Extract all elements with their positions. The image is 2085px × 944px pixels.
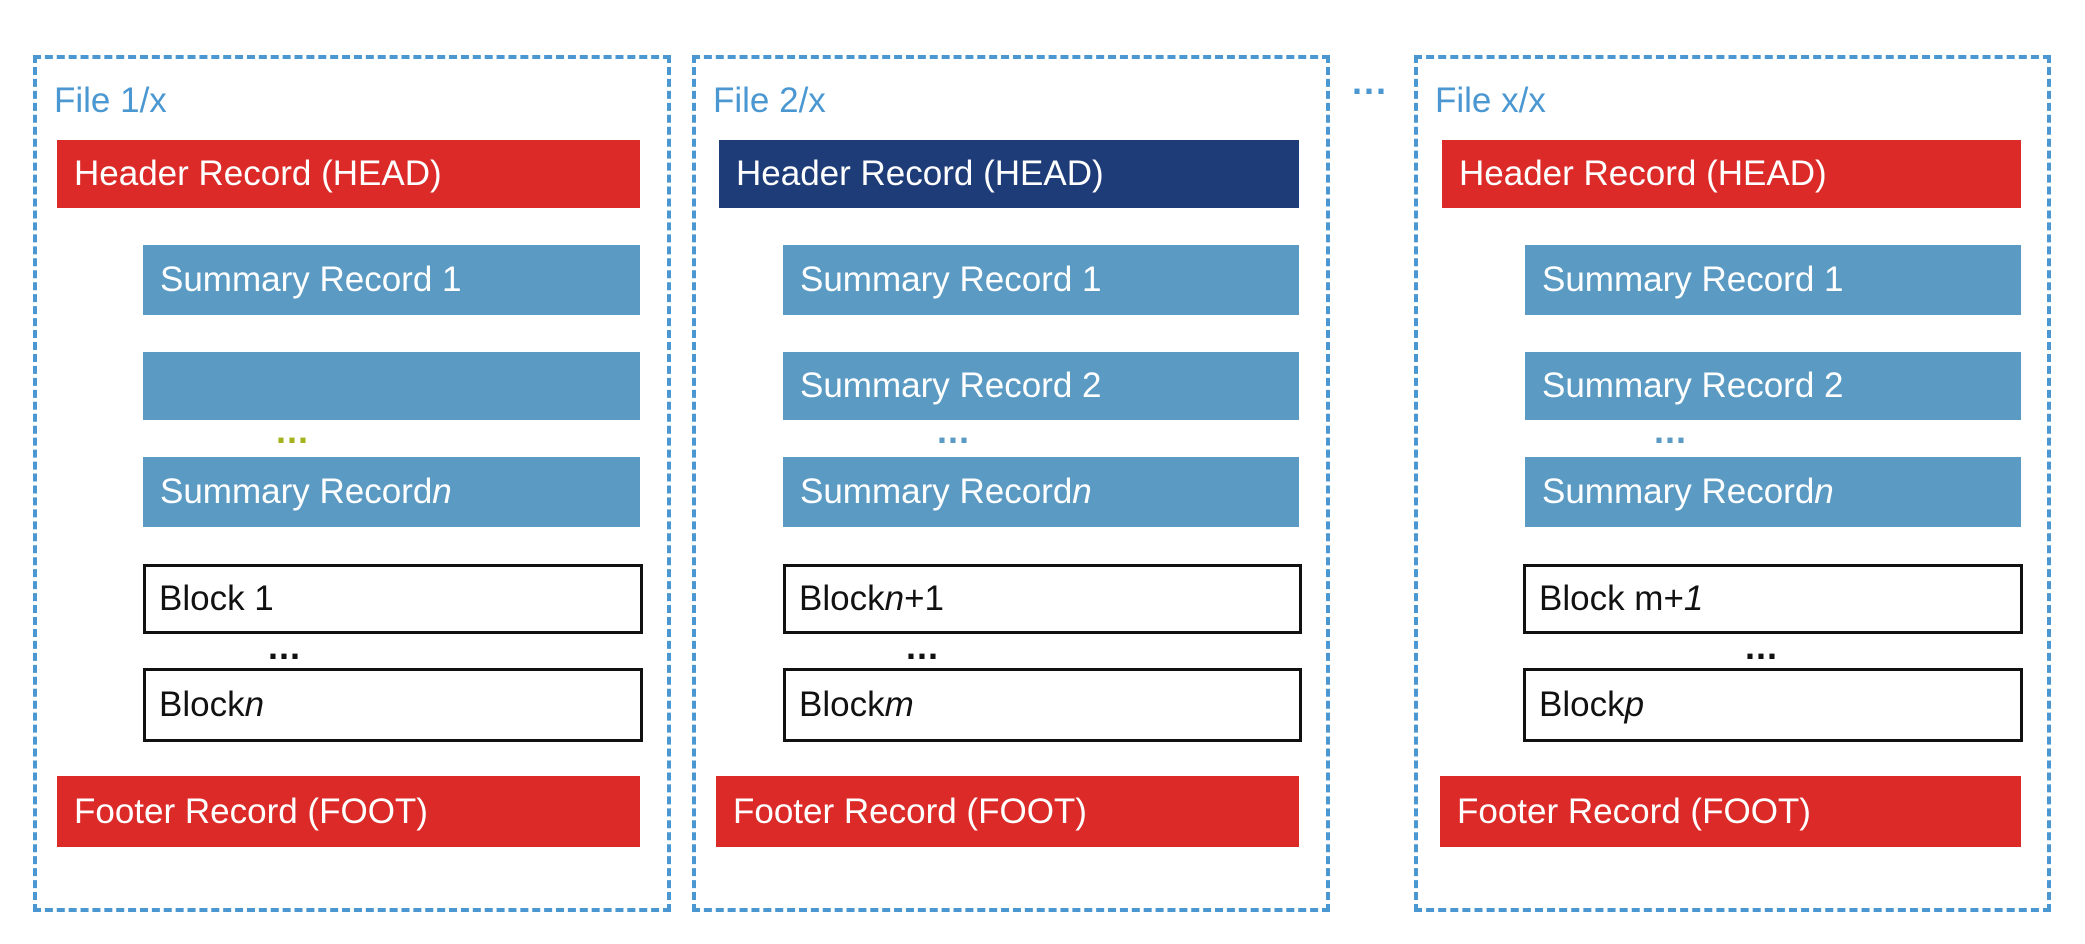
summary-record-label: Summary Record 1 [800, 260, 1102, 299]
summary-record-label: Summary Record 2 [800, 366, 1102, 405]
block-label: Block 1 [159, 579, 274, 618]
file-container-2: File 2/x [692, 55, 1330, 912]
block-label: Block [1539, 685, 1625, 724]
footer-record: Footer Record (FOOT) [716, 776, 1299, 847]
block-label-suffix: +1 [904, 579, 944, 618]
variable: n [884, 579, 905, 618]
header-record-label: Header Record (HEAD) [1459, 154, 1827, 193]
ellipsis: ... [1745, 626, 1779, 667]
footer-record-label: Footer Record (FOOT) [1457, 791, 1811, 831]
variable: n [244, 685, 265, 724]
ellipsis: ... [1654, 410, 1688, 451]
file-label: File x/x [1435, 81, 1546, 120]
ellipsis: ... [906, 626, 940, 667]
summary-record-label: Summary Record [160, 472, 433, 511]
more-files-ellipsis: ... [1352, 61, 1389, 102]
summary-record-label: Summary Record [800, 472, 1073, 511]
header-record-label: Header Record (HEAD) [74, 154, 442, 193]
footer-record: Footer Record (FOOT) [1440, 776, 2021, 847]
variable: n [1072, 472, 1092, 511]
header-record: Header Record (HEAD) [1442, 140, 2021, 208]
file-label: File 2/x [713, 81, 826, 120]
header-record: Header Record (HEAD) [57, 140, 640, 208]
ellipsis: ... [268, 626, 302, 667]
summary-record-label: Summary Record [1542, 472, 1815, 511]
block-record-last: Block n [143, 668, 643, 742]
file-container-x: File x/x [1414, 55, 2051, 912]
summary-record-1: Summary Record 1 [143, 245, 640, 315]
header-record-label: Header Record (HEAD) [736, 154, 1104, 193]
block-label: Block [159, 685, 245, 724]
block-label: Block [799, 685, 885, 724]
block-record-first: Block n+1 [783, 564, 1302, 634]
variable: m [884, 685, 914, 724]
footer-record: Footer Record (FOOT) [57, 776, 640, 847]
summary-record-label: Summary Record 1 [1542, 260, 1844, 299]
footer-record-label: Footer Record (FOOT) [74, 791, 428, 831]
summary-record-n: Summary Record n [143, 457, 640, 527]
summary-record-2 [143, 352, 640, 420]
file-container-1: File 1/x [33, 55, 671, 912]
summary-record-1: Summary Record 1 [1525, 245, 2021, 315]
ellipsis: ... [937, 410, 971, 451]
summary-record-2: Summary Record 2 [783, 352, 1299, 420]
variable: 1 [1683, 579, 1704, 618]
block-label: Block [799, 579, 885, 618]
summary-record-label: Summary Record 2 [1542, 366, 1844, 405]
variable: p [1624, 685, 1645, 724]
block-record-last: Block p [1523, 668, 2023, 742]
summary-record-1: Summary Record 1 [783, 245, 1299, 315]
summary-record-n: Summary Record n [783, 457, 1299, 527]
block-record-last: Block m [783, 668, 1302, 742]
summary-record-label: Summary Record 1 [160, 260, 462, 299]
file-label: File 1/x [54, 81, 167, 120]
summary-record-n: Summary Record n [1525, 457, 2021, 527]
block-record-first: Block m+1 [1523, 564, 2023, 634]
footer-record-label: Footer Record (FOOT) [733, 791, 1087, 831]
summary-record-2: Summary Record 2 [1525, 352, 2021, 420]
block-record-first: Block 1 [143, 564, 643, 634]
variable: n [432, 472, 452, 511]
header-record: Header Record (HEAD) [719, 140, 1299, 208]
block-label: Block m+ [1539, 579, 1684, 618]
ellipsis: ... [276, 410, 310, 451]
variable: n [1814, 472, 1834, 511]
